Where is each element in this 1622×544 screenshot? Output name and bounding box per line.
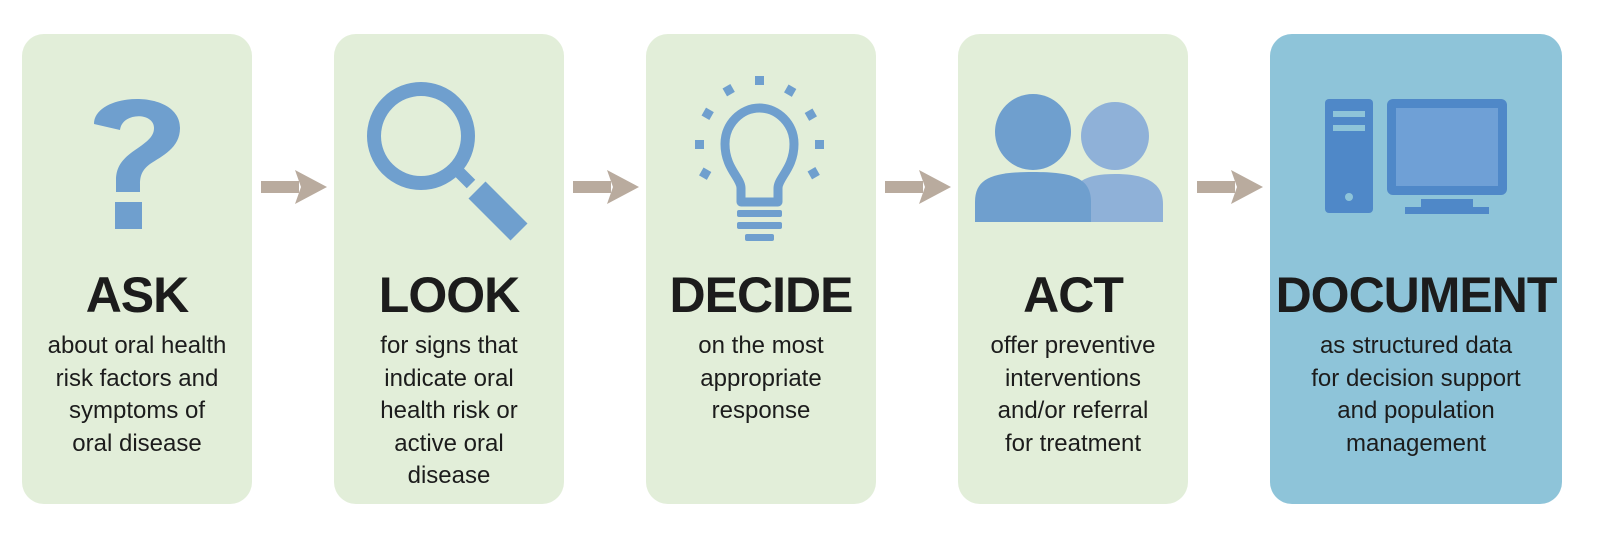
step-description-line: for signs that [380,332,518,359]
step-description-line: as structured data [1319,332,1513,359]
step-description-line: offer preventive [990,332,1156,359]
arrow-right-icon [1197,170,1263,204]
step-card-decide: DECIDE on the most appropriate response [646,34,876,504]
step-description-line: active oral [394,429,504,457]
magnifying-glass-icon [334,64,564,254]
step-description: for signs that indicate oral health risk… [340,330,558,493]
step-card-act: ACT offer preventive interventions and/o… [958,34,1188,504]
step-description-line: risk factors and [55,364,219,392]
step-description-line: about oral health [47,332,227,359]
lightbulb-icon [646,64,876,254]
step-title: ASK [85,267,190,323]
step-description-line: indicate oral [384,364,514,392]
step-description-line: interventions [1004,364,1142,392]
step-title: DECIDE [669,267,854,323]
arrow-right-icon [885,170,951,204]
step-card-ask: ASK about oral health risk factors and s… [22,34,252,504]
step-title: DOCUMENT [1275,267,1558,323]
step-description-line: appropriate [700,364,822,392]
step-title: LOOK [378,267,520,323]
step-description: offer preventive interventions and/or re… [964,330,1182,460]
step-description: on the most appropriate response [652,330,870,428]
step-description-line: and population [1337,397,1495,424]
step-description-line: and/or referral [997,397,1149,424]
step-description-line: health risk or [380,397,518,424]
computer-icon [1270,64,1562,254]
step-description-line: on the most [698,332,824,359]
arrow-right-icon [573,170,639,204]
step-description: about oral health risk factors and sympt… [28,330,246,460]
step-description-line: disease [407,462,491,489]
step-title: ACT [1023,267,1124,323]
arrow-right-icon [261,170,327,204]
people-icon [958,64,1188,254]
step-description: as structured data for decision support … [1276,330,1556,460]
step-description-line: for treatment [1004,429,1142,457]
step-description-line: oral disease [72,429,202,457]
step-description-line: management [1345,429,1487,457]
question-mark-icon [22,64,252,254]
step-card-look: LOOK for signs that indicate oral health… [334,34,564,504]
step-description-line: for decision support [1311,364,1521,392]
step-description-line: symptoms of [68,397,206,424]
step-description-line: response [711,397,811,424]
step-card-document: DOCUMENT as structured data for decision… [1270,34,1562,504]
